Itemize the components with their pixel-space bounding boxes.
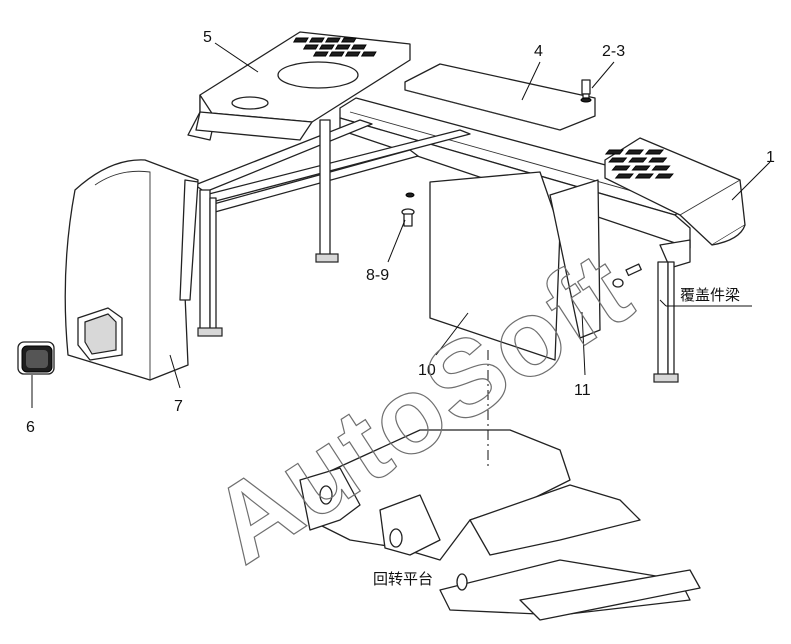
callout-5: 5 — [203, 29, 212, 46]
callout-10: 10 — [418, 362, 436, 379]
bolt-washer-2-3 — [580, 79, 592, 103]
right-vent-grille — [604, 149, 674, 179]
callout-4: 4 — [534, 43, 543, 60]
label-turntable: 回转平台 — [373, 570, 433, 588]
cover-plate-4 — [404, 63, 596, 131]
label-cover-beam: 覆盖件梁 — [680, 286, 740, 304]
callout-11: 11 — [574, 382, 591, 399]
mounting-plate-11 — [549, 179, 601, 339]
callout-7: 7 — [174, 398, 183, 415]
callout-numbers: 5 4 2-3 1 6 7 8-9 10 11 — [26, 29, 775, 436]
hood-vent-grille — [292, 37, 377, 57]
bolt-right — [612, 263, 642, 288]
lamp-6 — [17, 341, 55, 375]
callout-1: 1 — [766, 149, 775, 166]
callout-8-9: 8-9 — [366, 267, 389, 284]
callout-2-3: 2-3 — [602, 43, 625, 60]
callout-leaders — [31, 42, 771, 408]
hood-panel-5 — [187, 31, 411, 141]
turntable: 回转平台 — [299, 429, 701, 621]
callout-6: 6 — [26, 419, 35, 436]
right-vent-cover-1 — [604, 137, 746, 246]
cover-beam-frame: 覆盖件梁 — [194, 97, 752, 383]
fastener-8-9 — [401, 192, 415, 227]
mounting-plate-10 — [429, 171, 561, 361]
side-enclosure-7 — [64, 159, 199, 381]
